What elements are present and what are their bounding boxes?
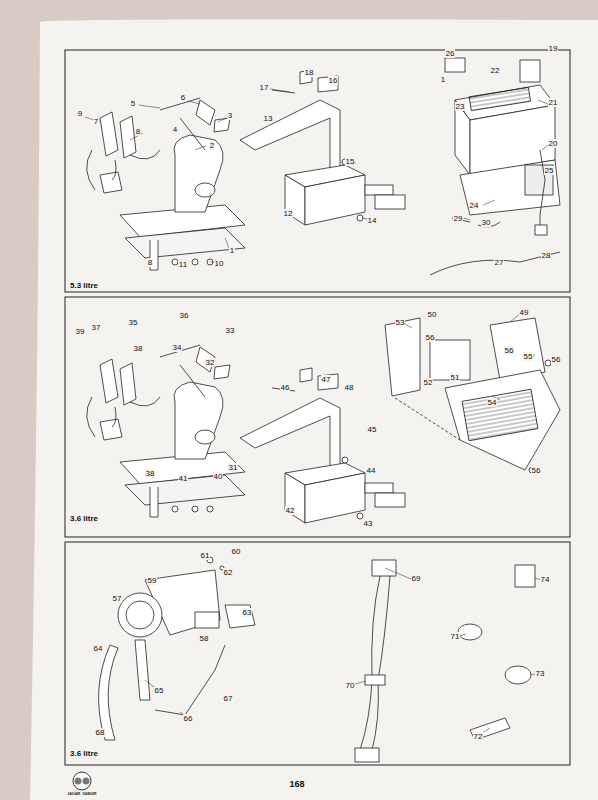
callout-number: 19 [548,44,559,53]
callout-number: 65 [154,686,165,695]
callout-number: 56 [425,333,436,342]
callout-number: 70 [345,681,356,690]
relay-bracket-assembly [87,98,245,270]
callout-number: 1 [229,246,235,255]
callout-number: 52 [423,378,434,387]
callout-number: 4 [172,125,178,134]
callout-number: 69 [411,574,422,583]
page [30,19,598,800]
callout-number: 18 [304,68,315,77]
callout-number: 51 [450,373,461,382]
callout-number: 2 [209,141,215,150]
callout-number: 11 [178,260,188,269]
callout-number: 44 [366,466,377,475]
callout-number: 23 [455,102,466,111]
callout-number: 22 [490,66,501,75]
page-number: 168 [288,780,305,789]
callout-number: 7 [93,117,99,126]
ecu-assembly [385,318,560,473]
callout-number: 9 [77,109,83,118]
callout-number: 56 [504,346,515,355]
callout-number: 6 [180,93,186,102]
callout-number: 14 [367,216,378,225]
callout-number: 24 [469,201,480,210]
callout-number: 40 [213,472,224,481]
callout-number: 43 [363,519,374,528]
callout-number: 68 [95,728,106,737]
callout-number: 57 [112,594,123,603]
callout-number: 32 [205,358,216,367]
leader-lines [85,89,548,733]
callout-number: 55 [523,352,534,361]
callout-number: 74 [540,575,551,584]
callout-number: 8 [135,127,141,136]
callout-number: 64 [93,644,104,653]
callout-number: 30 [481,218,492,227]
callout-number: 71 [450,632,461,641]
callout-number: 41 [178,474,189,483]
callout-number: 56 [531,466,542,475]
callout-number: 42 [285,506,296,515]
callout-number: 35 [128,318,139,327]
callout-number: 54 [487,398,498,407]
callout-number: 37 [91,323,102,332]
callout-number: 34 [172,343,183,352]
callout-number: 1 [440,75,446,84]
callout-number: 53 [395,318,406,327]
callout-number: 21 [548,98,559,107]
callout-number: 31 [228,463,239,472]
callout-number: 39 [75,327,86,336]
callout-number: 67 [223,694,234,703]
control-unit [240,70,405,225]
logo-text: JAGUAR · DAIMLER [67,792,98,796]
panel-frames [65,50,570,765]
callout-number: 62 [223,568,234,577]
panel-caption: 5.3 litre [69,281,99,290]
callout-number: 45 [367,425,378,434]
callout-number: 29 [453,214,464,223]
callout-number: 17 [259,83,270,92]
callout-number: 5 [130,99,136,108]
callout-number: 61 [200,551,211,560]
callout-number: 66 [183,714,194,723]
callout-number: 49 [519,308,530,317]
callout-number: 72 [473,732,484,741]
callout-number: 26 [445,49,456,58]
panel-caption: 3.6 litre [69,749,99,758]
callout-number: 60 [231,547,242,556]
callout-number: 33 [225,326,236,335]
callout-number: 13 [263,114,274,123]
callout-number: 8 [147,258,153,267]
callout-number: 20 [548,139,559,148]
harness-and-switches [355,560,535,762]
callout-number: 36 [179,311,190,320]
callout-number: 15 [345,157,356,166]
callout-number: 56 [551,355,562,364]
callout-number: 73 [535,669,546,678]
callout-number: 38 [133,344,144,353]
callout-number: 12 [283,209,294,218]
callout-number: 27 [494,258,505,267]
vacuum-pump-assembly [99,557,255,740]
logo [73,772,91,790]
callout-number: 25 [544,166,555,175]
callout-number: 10 [214,259,225,268]
callout-number: 28 [541,251,552,260]
callout-number: 38 [145,469,156,478]
panel-caption: 3.6 litre [69,514,99,523]
callout-number: 59 [147,576,158,585]
callout-number: 50 [427,310,438,319]
callout-number: 3 [227,111,233,120]
callout-number: 63 [242,608,253,617]
callout-number: 46 [280,383,291,392]
callout-number: 48 [344,383,355,392]
switch-console [430,58,560,275]
callout-number: 47 [321,375,332,384]
callout-number: 16 [328,76,339,85]
callout-number: 58 [199,634,210,643]
